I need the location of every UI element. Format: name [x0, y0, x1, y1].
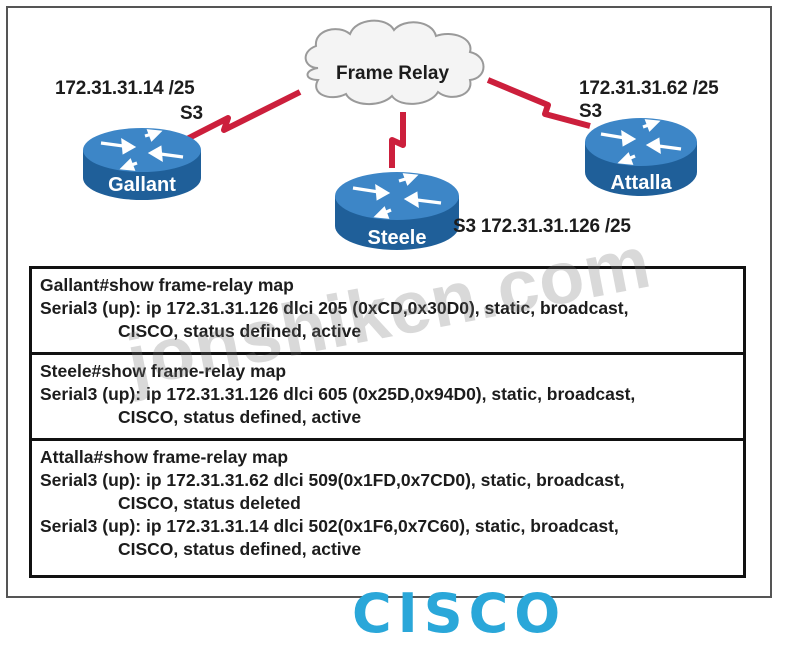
- cli-line: Serial3 (up): ip 172.31.31.62 dlci 509(0…: [40, 470, 625, 490]
- link-attalla-cloud: [486, 77, 591, 129]
- cli-prompt: Attalla#show frame-relay map: [40, 447, 289, 467]
- cli-line: Serial3 (up): ip 172.31.31.126 dlci 205 …: [40, 298, 629, 318]
- gallant-port: S3: [180, 103, 203, 124]
- cli-prompt: Gallant#show frame-relay map: [40, 275, 294, 295]
- cli-output-steele: Steele#show frame-relay map Serial3 (up)…: [29, 352, 746, 441]
- router-icon: [335, 172, 459, 250]
- cisco-logo-text: CISCO: [352, 582, 567, 645]
- cli-line: Serial3 (up): ip 172.31.31.14 dlci 502(0…: [40, 516, 619, 536]
- cli-output-attalla: Attalla#show frame-relay map Serial3 (up…: [29, 438, 746, 578]
- cli-line: CISCO, status defined, active: [118, 539, 362, 559]
- cli-line: CISCO, status deleted: [118, 493, 301, 513]
- cli-line: CISCO, status defined, active: [118, 321, 362, 341]
- cli-line: CISCO, status defined, active: [118, 407, 362, 427]
- link-steele-cloud: [389, 112, 406, 168]
- cloud-label: Frame Relay: [336, 63, 450, 84]
- link-gallant-cloud: [183, 89, 302, 143]
- cli-output-gallant: Gallant#show frame-relay map Serial3 (up…: [29, 266, 746, 355]
- router-label-gallant: Gallant: [108, 174, 176, 196]
- cli-prompt: Steele#show frame-relay map: [40, 361, 287, 381]
- router-icon: [585, 118, 697, 196]
- attalla-port: S3: [579, 101, 602, 122]
- steele-port-ip: S3 172.31.31.126 /25: [453, 216, 631, 237]
- router-label-attalla: Attalla: [610, 172, 672, 194]
- gallant-ip: 172.31.31.14 /25: [55, 78, 195, 99]
- router-icon: [83, 128, 201, 200]
- cloud-icon: [304, 19, 485, 105]
- router-label-steele: Steele: [367, 227, 427, 249]
- cli-line: Serial3 (up): ip 172.31.31.126 dlci 605 …: [40, 384, 636, 404]
- attalla-ip: 172.31.31.62 /25: [579, 78, 719, 99]
